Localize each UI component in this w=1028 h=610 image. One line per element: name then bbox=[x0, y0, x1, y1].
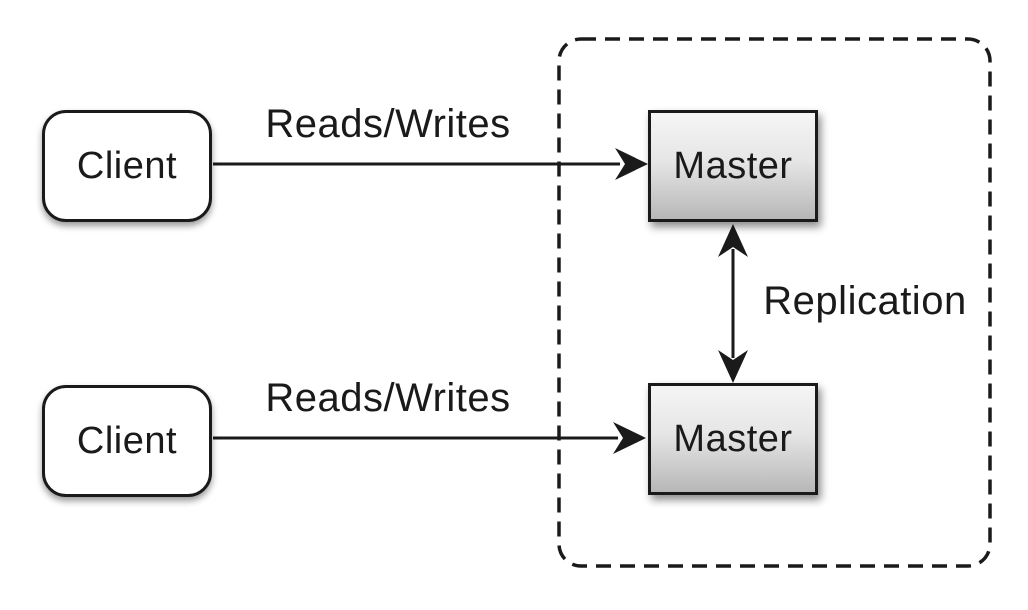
reads-writes-label-top: Reads/Writes bbox=[265, 102, 511, 146]
reads-writes-arrow-bottom bbox=[213, 422, 646, 454]
arrow-head-right-icon bbox=[613, 422, 646, 454]
replication-arrow bbox=[718, 224, 748, 383]
reads-writes-arrow-top bbox=[213, 148, 648, 180]
arrow-head-down-icon bbox=[718, 350, 748, 383]
master-node-bottom-label: Master bbox=[673, 418, 793, 460]
client-node-bottom-label: Client bbox=[76, 420, 178, 462]
client-node-top: Client bbox=[42, 110, 212, 222]
master-node-bottom: Master bbox=[648, 383, 818, 495]
master-node-top-label: Master bbox=[673, 145, 793, 187]
client-node-bottom: Client bbox=[42, 385, 212, 497]
reads-writes-label-bottom: Reads/Writes bbox=[265, 376, 511, 420]
replication-group-border bbox=[557, 37, 992, 568]
master-node-top: Master bbox=[648, 110, 818, 222]
arrow-head-up-icon bbox=[718, 224, 748, 257]
client-node-top-label: Client bbox=[76, 145, 178, 187]
replication-label: Replication bbox=[763, 279, 967, 323]
arrow-head-right-icon bbox=[615, 148, 648, 180]
